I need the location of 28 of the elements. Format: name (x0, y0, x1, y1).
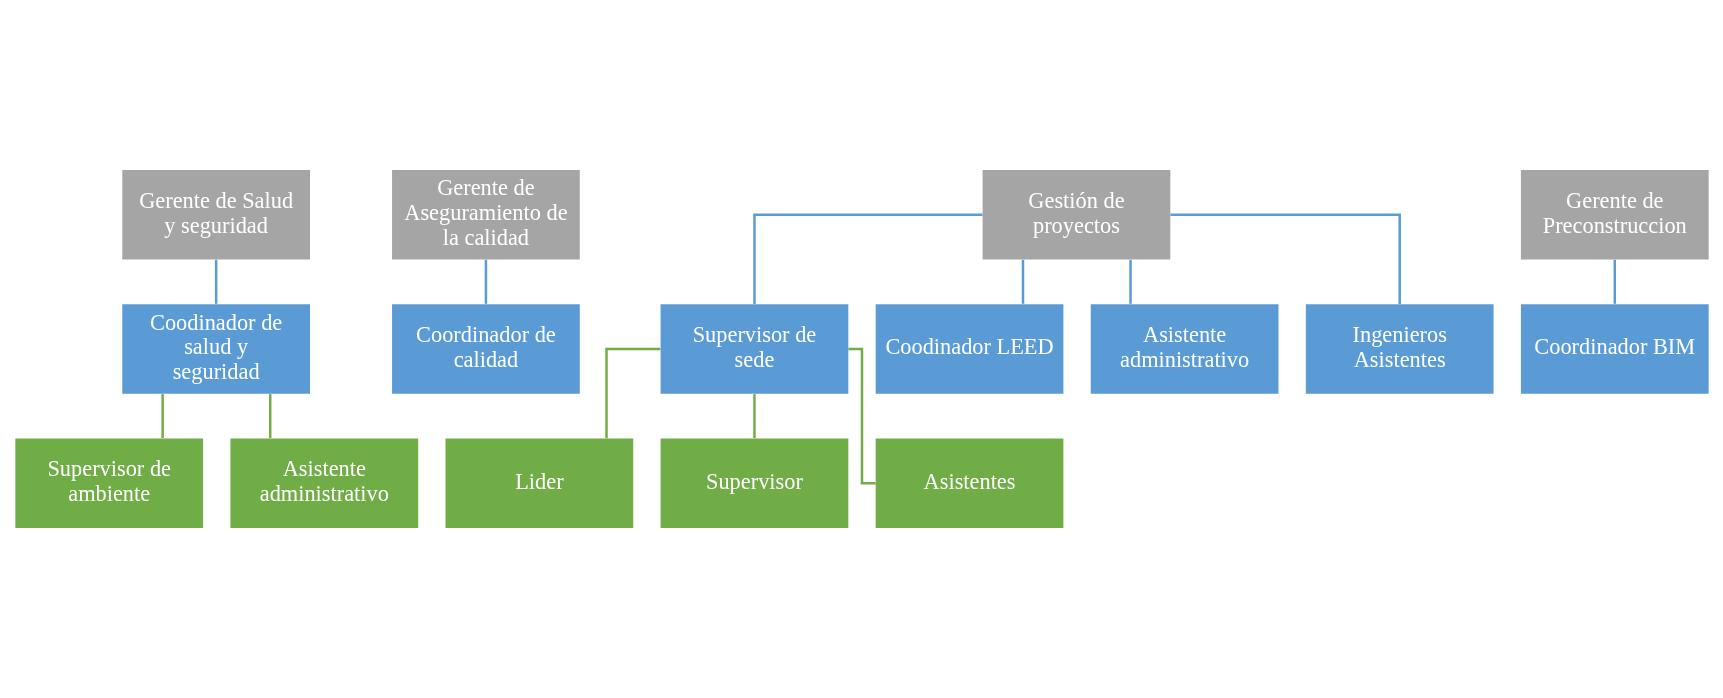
connector (1169, 213, 1401, 304)
node-box: Ingenieros Asistentes (1305, 304, 1494, 394)
node-box: Coodinador de salud y seguridad (121, 304, 310, 394)
node-box: Coodinador LEED (875, 304, 1063, 394)
node-box: Gerente de Preconstruccion (1520, 169, 1709, 260)
node-box: Supervisor (660, 438, 848, 529)
node-box: Gerente de Salud y seguridad (121, 169, 310, 260)
connector (214, 259, 217, 304)
node-box: Asistente administrativo (1090, 304, 1278, 394)
connector (752, 394, 756, 439)
node-box: Supervisor de ambiente (14, 438, 203, 529)
node-box: Coordinador de calidad (391, 304, 580, 394)
node-box: Gerente de Aseguramiento de la calidad (391, 169, 580, 260)
node-box: Coordinador BIM (1520, 304, 1709, 394)
node-box: Asistente administrativo (229, 438, 418, 529)
node-box: Supervisor de sede (660, 304, 848, 394)
node-box: Asistentes (875, 438, 1063, 529)
connector (484, 259, 487, 304)
node-box: Gestión de proyectos (982, 169, 1170, 260)
connector (1613, 259, 1616, 304)
connector (752, 213, 982, 304)
connector (604, 347, 660, 439)
connector (268, 394, 271, 439)
connector (1021, 259, 1024, 304)
connector (847, 347, 876, 485)
node-box: Lider (445, 438, 633, 529)
connector (1128, 259, 1132, 304)
connector (160, 394, 164, 439)
